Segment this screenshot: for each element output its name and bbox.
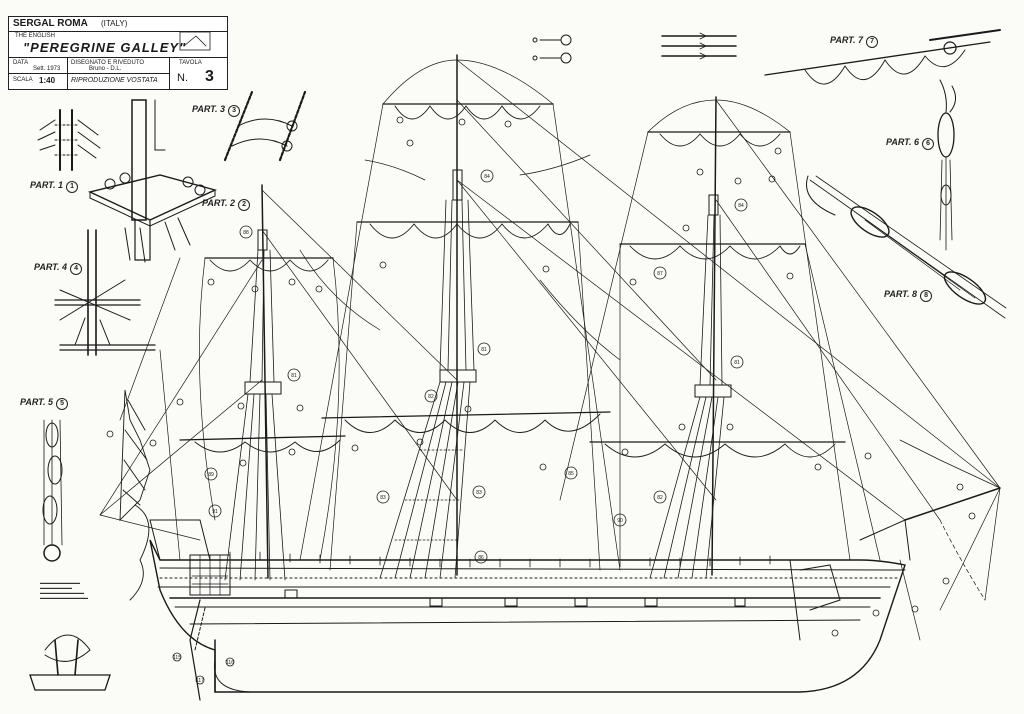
part-7-yard-detail bbox=[929, 29, 1001, 55]
part-3-ratline-detail bbox=[223, 90, 307, 162]
part-1-masthead-detail bbox=[37, 109, 101, 171]
maker-country: (ITALY) bbox=[101, 19, 128, 28]
drawn-label: DISEGNATO E RIVEDUTO bbox=[71, 60, 145, 66]
maker-logo bbox=[179, 31, 211, 51]
callout-label: 84 bbox=[484, 174, 490, 180]
callout-label: 82 bbox=[428, 394, 434, 400]
yards bbox=[179, 41, 991, 443]
stern-flag bbox=[119, 389, 151, 601]
sheet-number-prefix: N. bbox=[177, 72, 188, 84]
callout-label: 90 bbox=[617, 518, 623, 524]
sheet-label: TAVOLA bbox=[179, 60, 202, 66]
callout-label: 116 bbox=[226, 660, 234, 666]
part-5-tackle-detail bbox=[42, 419, 63, 562]
callout-label: 88 bbox=[243, 230, 249, 236]
callout-label: 81 bbox=[481, 347, 487, 353]
callout-label: 91 bbox=[212, 509, 218, 515]
part-2-top-detail bbox=[87, 99, 218, 263]
callout-label: 83 bbox=[476, 490, 482, 496]
date-label: DATA bbox=[13, 60, 29, 66]
sheet-content: RIPRODUZIONE VOSTATA bbox=[71, 77, 158, 84]
shrouds bbox=[224, 199, 725, 581]
hull bbox=[149, 519, 911, 701]
part-6-block-detail bbox=[937, 79, 956, 251]
callout-markers bbox=[106, 116, 976, 685]
drawing-notes: ▬▬▬▬▬▬▬▬▬▬ ▬▬▬▬▬▬▬▬ ▬▬▬▬▬▬▬▬▬▬▬ ▬▬▬▬▬▬▬▬… bbox=[40, 580, 88, 600]
maker-name: SERGAL ROMA bbox=[13, 18, 88, 29]
callout-label: 82 bbox=[657, 495, 663, 501]
masts bbox=[244, 54, 1001, 579]
callout-label: 83 bbox=[380, 495, 386, 501]
part-4-crosstree-detail bbox=[54, 229, 156, 356]
scale-label: SCALA bbox=[13, 77, 33, 83]
callout-label: 86 bbox=[478, 555, 484, 561]
ship-subtitle: THE ENGLISH bbox=[15, 33, 56, 39]
drawn-value: Bruno - D.L. bbox=[89, 66, 122, 72]
belaying-detail bbox=[29, 634, 111, 691]
stays bbox=[99, 59, 1001, 641]
ship-name: "PEREGRINE GALLEY" bbox=[23, 40, 187, 55]
date-value: Sett. 1973 bbox=[33, 66, 61, 72]
legend-symbols bbox=[532, 32, 737, 64]
callout-label: 84 bbox=[738, 203, 744, 209]
callout-label: 87 bbox=[657, 271, 663, 277]
callout-label: 85 bbox=[568, 471, 574, 477]
scale-value: 1:40 bbox=[39, 76, 56, 85]
furled-sails bbox=[194, 49, 966, 458]
title-block: SERGAL ROMA (ITALY) THE ENGLISH "PEREGRI… bbox=[8, 16, 228, 90]
callout-label: 81 bbox=[291, 373, 297, 379]
sheet-number: 3 bbox=[205, 68, 214, 85]
callout-label: 115 bbox=[173, 655, 181, 661]
part-8-deadeye-detail bbox=[806, 175, 1007, 319]
callout-label: 117 bbox=[196, 678, 204, 684]
bowsprit bbox=[904, 487, 1001, 521]
callout-label: 81 bbox=[734, 360, 740, 366]
callout-label: 89 bbox=[208, 472, 214, 478]
fore-mast bbox=[711, 96, 717, 576]
